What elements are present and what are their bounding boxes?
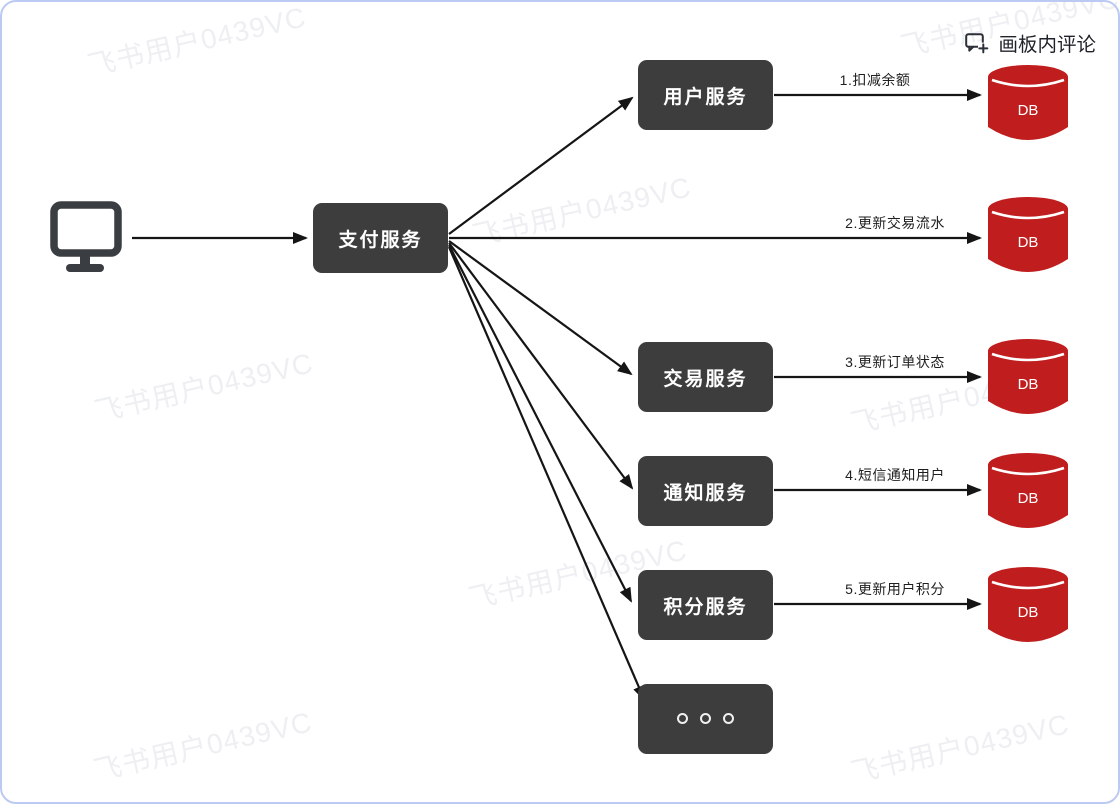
db-label: DB (1018, 604, 1039, 621)
node-notify-service[interactable]: 通知服务 (638, 456, 773, 526)
edge-payment-trade (448, 240, 633, 376)
db-cylinder-points[interactable]: DB (986, 566, 1070, 651)
edge-payment-user (448, 96, 634, 235)
db-label: DB (1018, 376, 1039, 393)
node-label: 支付服务 (338, 229, 423, 251)
db-cylinder-transaction[interactable]: DB (986, 196, 1070, 281)
ellipsis-icon (671, 708, 740, 730)
node-more-services[interactable] (638, 684, 773, 754)
edge-label-update-order: 3.更新订单状态 (845, 354, 945, 370)
edge-payment-notify (448, 242, 634, 490)
comment-button-label: 画板内评论 (998, 34, 1096, 56)
edge-label-sms-notify: 4.短信通知用户 (845, 467, 945, 483)
edge-payment-points (448, 244, 632, 603)
node-label: 交易服务 (663, 368, 748, 390)
node-user-service[interactable]: 用户服务 (638, 60, 773, 130)
node-label: 用户服务 (663, 86, 748, 108)
edge-label-deduct-balance: 1.扣减余额 (839, 72, 911, 88)
comment-plus-icon (963, 30, 990, 56)
edge-label-update-transaction: 2.更新交易流水 (845, 215, 945, 231)
node-points-service[interactable]: 积分服务 (638, 570, 773, 640)
edge-payment-more (447, 246, 646, 701)
db-cylinder-order[interactable]: DB (986, 338, 1070, 423)
node-trade-service[interactable]: 交易服务 (638, 342, 773, 412)
node-label: 通知服务 (663, 482, 748, 504)
edge-label-update-points: 5.更新用户积分 (845, 581, 945, 597)
db-label: DB (1018, 102, 1039, 119)
db-cylinder-user[interactable]: DB (986, 64, 1070, 149)
board-comment-button[interactable]: 画板内评论 (963, 28, 1096, 57)
node-payment-service[interactable]: 支付服务 (313, 203, 448, 273)
db-cylinder-notify[interactable]: DB (986, 452, 1070, 537)
node-label: 积分服务 (663, 596, 748, 618)
client-computer-icon[interactable] (48, 198, 126, 281)
db-label: DB (1018, 490, 1039, 507)
db-label: DB (1018, 234, 1039, 251)
